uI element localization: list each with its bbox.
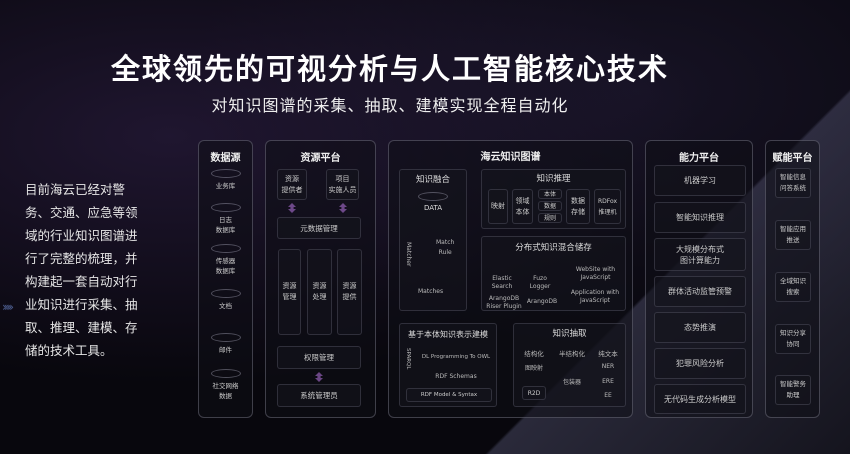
database-icon: [211, 333, 241, 342]
matches-label: Matches: [418, 288, 444, 295]
database-icon: [418, 192, 448, 201]
matcher-label: Matcher: [405, 242, 412, 267]
capability-item: 态势推演: [654, 312, 746, 343]
datasource-item: 业务库: [215, 182, 236, 190]
rdf-model-box: RDF Model & Syntax: [406, 388, 492, 402]
resource-column-box: 资源 提供: [337, 249, 362, 335]
sparql-label: SPARQL: [405, 348, 411, 370]
storage-item: ArangoDB: [526, 298, 558, 305]
database-icon: [211, 169, 241, 178]
datasource-panel: 数据源 业务库 日志 数据库 传感器 数据库 文档 邮件 社交网络 数据: [198, 140, 253, 418]
capability-item: 犯罪风险分析: [654, 348, 746, 379]
reasoning-item: 本体: [538, 189, 562, 199]
empower-item: 智能应用 推送: [775, 220, 811, 250]
intro-text: 目前海云已经对警 务、交通、应急等领 域的行业知识图谱进 行了完整的梳理，并 构…: [25, 178, 190, 362]
bidirectional-arrow-icon: [288, 203, 296, 213]
graph-mapping-label: 图映射: [524, 365, 543, 372]
match-rule-label: Match Rule: [436, 239, 455, 256]
rdf-schemas-label: RDF Schemas: [435, 373, 477, 380]
distributed-storage-box: 分布式知识混合储存 Elastic Search Fuzo Logger Web…: [481, 236, 626, 311]
dl-programming-label: DL Programming To OWL: [421, 354, 491, 360]
datasource-title: 数据源: [210, 153, 241, 164]
modeling-title: 基于本体知识表示建模: [408, 330, 488, 339]
reasoning-item: 领域 本体: [512, 189, 533, 224]
datasource-item: 文档: [219, 302, 232, 310]
storage-item: Application with JavaScript: [570, 289, 620, 304]
knowledge-fusion-box: 知识融合 DATA Matcher Match Rule Matches: [399, 169, 467, 311]
metadata-management-box: 元数据管理: [277, 217, 361, 239]
knowledge-graph-panel: 海云知识图谱 知识融合 DATA Matcher Match Rule Matc…: [388, 140, 633, 418]
intro-line: 行了完整的梳理，并: [25, 251, 138, 266]
reasoning-item: 规则: [538, 213, 562, 223]
capability-item: 无代码生成分析模型: [654, 384, 746, 414]
empower-item: 知识分享 协同: [775, 324, 811, 354]
intro-line: 构建起一套自动对行: [25, 274, 138, 289]
storage-item: Fuzo Logger: [529, 275, 551, 290]
fusion-title: 知识融合: [415, 175, 450, 185]
capability-platform-panel: 能力平台 机器学习 智能知识推理 大规模分布式 图计算能力 群体活动监管预警 态…: [645, 140, 753, 418]
empower-item: 全域知识 搜索: [775, 272, 811, 302]
extraction-column-header: 纯文本: [598, 350, 618, 358]
reasoning-item: 数据: [538, 201, 562, 211]
reasoning-item: 数据 存储: [566, 189, 590, 224]
database-icon: [211, 244, 241, 253]
system-admin-box: 系统管理员: [277, 384, 361, 407]
project-implementer-box: 项目 实施人员: [326, 169, 359, 200]
intro-line: 务、交通、应急等领: [25, 205, 138, 220]
reasoning-item: RDFox 推理机: [594, 189, 621, 224]
ontology-modeling-box: 基于本体知识表示建模 SPARQL DL Programming To OWL …: [399, 323, 497, 407]
bidirectional-arrow-icon: [339, 203, 347, 213]
capability-item: 群体活动监管预警: [654, 276, 746, 307]
storage-item: WebSite with JavaScript: [575, 266, 616, 281]
intro-line: 取、推理、建模、存: [25, 320, 138, 335]
reasoning-title: 知识推理: [536, 174, 571, 184]
capability-item: 机器学习: [654, 165, 746, 196]
page-title: 全球领先的可视分析与人工智能核心技术: [110, 52, 669, 86]
resource-column-box: 资源 处理: [307, 249, 332, 335]
ee-label: EE: [604, 392, 612, 399]
intro-line: 域的行业知识图谱进: [25, 228, 138, 243]
storage-item: Elastic Search: [491, 275, 513, 290]
capability-title: 能力平台: [679, 153, 719, 164]
capability-item: 大规模分布式 图计算能力: [654, 238, 746, 271]
kg-title: 海云知识图谱: [480, 152, 541, 163]
database-icon: [211, 289, 241, 298]
storage-item: ArangoDB Riser Plugin: [486, 295, 522, 310]
chevrons-decoration: ›››››: [2, 300, 14, 314]
permission-management-box: 权限管理: [277, 346, 361, 369]
resource-column-box: 资源 管理: [278, 249, 301, 335]
ere-label: ERE: [602, 378, 614, 385]
extraction-title: 知识抽取: [552, 329, 587, 339]
database-icon: [211, 369, 241, 378]
resource-provider-box: 资源 提供者: [277, 169, 307, 200]
empower-item: 智能警务 助理: [775, 375, 811, 405]
intro-line: 储的技术工具。: [25, 343, 113, 358]
datasource-item: 邮件: [219, 346, 232, 354]
intro-line: 目前海云已经对警: [25, 182, 126, 197]
extraction-column-header: 半结构化: [559, 350, 585, 358]
storage-title: 分布式知识混合储存: [515, 243, 592, 253]
r2d-box: R2D: [522, 386, 546, 400]
bidirectional-arrow-icon: [315, 372, 323, 382]
database-icon: [211, 203, 241, 212]
empower-title: 赋能平台: [772, 153, 813, 164]
datasource-item: 日志 数据库: [215, 216, 236, 234]
capability-item: 智能知识推理: [654, 202, 746, 233]
empower-platform-panel: 赋能平台 智能信息 问答系统 智能应用 推送 全域知识 搜索 知识分享 协同 智…: [765, 140, 820, 418]
datasource-item: 传感器 数据库: [215, 257, 236, 275]
resource-platform-panel: 资源平台 资源 提供者 项目 实施人员 元数据管理 资源 管理 资源 处理 资源…: [265, 140, 376, 418]
reasoning-item: 映射: [488, 189, 508, 224]
empower-item: 智能信息 问答系统: [775, 168, 811, 198]
resource-title: 资源平台: [300, 153, 341, 164]
extraction-column-header: 结构化: [524, 350, 544, 358]
knowledge-reasoning-box: 知识推理 映射 领域 本体 本体 数据 规则 数据 存储 RDFox 推理机: [481, 169, 626, 229]
knowledge-extraction-box: 知识抽取 结构化 半结构化 纯文本 图映射 R2D 包装器 NER ERE EE: [513, 323, 626, 407]
intro-line: 业知识进行采集、抽: [25, 297, 138, 312]
page-subtitle: 对知识图谱的采集、抽取、建模实现全程自动化: [211, 96, 569, 115]
wrapper-label: 包装器: [562, 379, 581, 386]
datasource-item: 社交网络 数据: [212, 382, 239, 400]
ner-label: NER: [601, 363, 615, 370]
fusion-data-label: DATA: [423, 204, 443, 212]
